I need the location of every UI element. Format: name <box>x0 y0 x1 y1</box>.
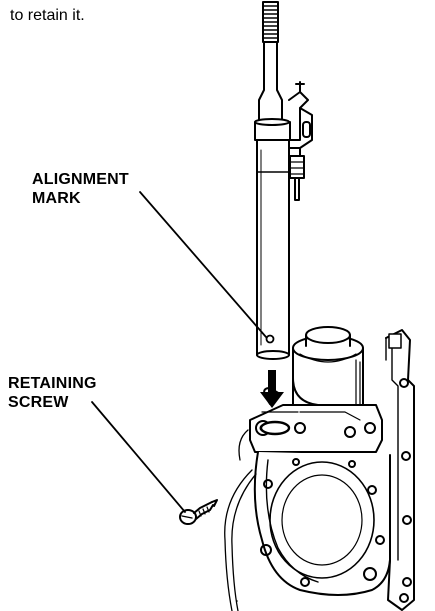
antenna-motor <box>249 326 391 596</box>
alignment-mark-label-line1: ALIGNMENT <box>32 171 129 188</box>
alignment-mark-label-line2: MARK <box>32 190 81 207</box>
retaining-screw-leader <box>91 401 186 513</box>
mounting-bracket <box>385 329 415 611</box>
alignment-mark-label: ALIGNMENT MARK <box>32 170 129 208</box>
retaining-screw-label: RETAINING SCREW <box>8 374 97 412</box>
alignment-mark-leader <box>139 191 267 338</box>
retaining-screw-label-line2: SCREW <box>8 394 69 411</box>
motor-wiring <box>224 429 257 611</box>
retaining-screw-part <box>179 499 218 525</box>
mast-clip <box>288 81 313 201</box>
caption-text: to retain it. <box>10 7 85 24</box>
retaining-screw-label-line1: RETAINING <box>8 375 97 392</box>
leader-lines <box>91 191 267 513</box>
print-speck <box>236 600 238 602</box>
antenna-mast <box>254 1 291 360</box>
